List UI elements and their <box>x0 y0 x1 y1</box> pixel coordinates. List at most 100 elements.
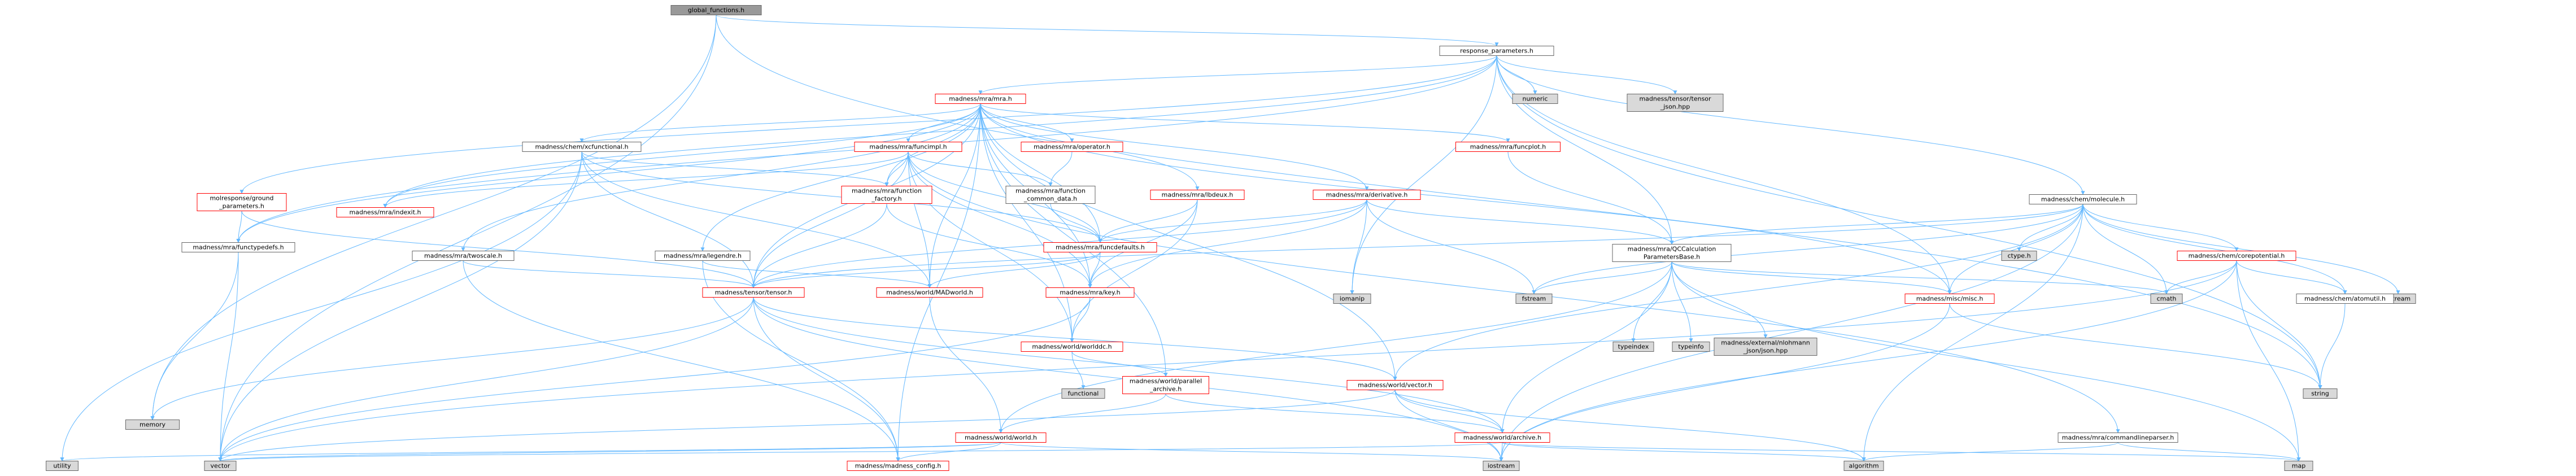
edge-ground-params-to-functypedefs <box>236 211 242 243</box>
node-box <box>670 5 762 15</box>
node-utility: utility <box>46 461 79 471</box>
node-lbdeux[interactable]: madness/mra/lbdeux.h <box>1150 190 1245 200</box>
node-funcplot[interactable]: madness/mra/funcplot.h <box>1455 142 1561 152</box>
edge-response-parameters-to-ground-params <box>239 55 1497 194</box>
edge-response-parameters-to-indexit <box>383 55 1497 208</box>
node-box <box>1612 244 1732 262</box>
node-world-h[interactable]: madness/world/world.h <box>955 433 1047 443</box>
node-label: madness/tensor/tensor <box>1639 95 1711 103</box>
node-madworld[interactable]: madness/world/MADworld.h <box>876 287 983 298</box>
node-functypedefs[interactable]: madness/mra/functypedefs.h <box>181 242 295 252</box>
edge-corepotential-to-iostream <box>1499 260 2237 462</box>
edge-worlddc-to-functional <box>1071 351 1086 390</box>
node-config-h[interactable]: madness/madness_config.h <box>847 461 949 471</box>
node-box <box>955 433 1047 443</box>
node-corepotential[interactable]: madness/chem/corepotential.h <box>2177 251 2296 261</box>
node-algorithm: algorithm <box>1843 461 1884 471</box>
edge-ground-params-to-tensor-h <box>241 211 756 289</box>
edge-molecule-to-corepotential <box>2082 204 2239 252</box>
edge-functypedefs-to-vector <box>218 252 239 462</box>
edge-world-h-to-vector <box>219 442 1001 462</box>
node-box <box>935 94 1026 104</box>
node-function-common[interactable]: madness/mra/function_common_data.h <box>1005 186 1096 204</box>
node-label: madness/mra/key.h <box>1060 289 1120 296</box>
edge-molecule-to-qccalc <box>1670 204 2084 245</box>
node-tensor-h[interactable]: madness/tensor/tensor.h <box>702 287 805 298</box>
node-label: _common_data.h <box>1023 195 1077 203</box>
node-box <box>1843 461 1884 471</box>
node-label: madness/chem/molecule.h <box>2041 196 2125 203</box>
node-operator-h[interactable]: madness/mra/operator.h <box>1021 142 1123 152</box>
node-box <box>1612 342 1654 352</box>
node-vector-h[interactable]: madness/world/vector.h <box>1346 380 1444 390</box>
edge-mra-h-to-misc-h <box>980 103 1952 295</box>
edge-function-factory-to-tensor-h <box>751 203 887 289</box>
node-box <box>181 242 295 252</box>
node-response-parameters[interactable]: response_parameters.h <box>1439 46 1554 56</box>
node-iostream: iostream <box>1483 461 1520 471</box>
node-cmdline[interactable]: madness/mra/commandlineparser.h <box>2058 433 2178 443</box>
node-label: utility <box>53 462 71 470</box>
edge-vector-h-to-vector <box>218 390 1396 462</box>
node-label: madness/mra/functypedefs.h <box>193 244 284 251</box>
edge-misc-h-to-iostream <box>1499 303 1950 462</box>
node-funcdefaults[interactable]: madness/mra/funcdefaults.h <box>1043 242 1157 252</box>
node-label: madness/mra/operator.h <box>1034 143 1110 151</box>
node-tensor-json: madness/tensor/tensor_json.hpp <box>1627 94 1724 112</box>
node-misc-h[interactable]: madness/misc/misc.h <box>1904 294 1995 304</box>
edge-molecule-to-sstream <box>2082 204 2400 295</box>
edge-response-parameters-to-string <box>1496 55 2322 390</box>
edge-funcimpl-to-funcdefaults <box>908 151 1102 243</box>
node-label: functional <box>1068 390 1099 398</box>
node-atomutil[interactable]: madness/chem/atomutil.h <box>2296 294 2394 304</box>
node-label: madness/mra/indexit.h <box>350 209 421 216</box>
node-box <box>1455 142 1561 152</box>
edge-derivative-to-fstream <box>1366 199 1536 295</box>
edge-key-h-to-worlddc <box>1070 297 1091 343</box>
node-label: fstream <box>1522 295 1546 303</box>
node-archive-h[interactable]: madness/world/archive.h <box>1454 433 1550 443</box>
edge-funcimpl-to-key-h <box>908 151 1092 289</box>
edge-madworld-to-world-h <box>929 297 1003 434</box>
edge-funcimpl-to-function-factory <box>884 151 909 187</box>
node-xcfunctional[interactable]: madness/chem/xcfunctional.h <box>522 142 642 152</box>
edge-mra-h-to-functypedefs <box>236 103 981 243</box>
node-box <box>1346 380 1444 390</box>
node-box <box>702 287 805 298</box>
node-label: _factory.h <box>871 195 901 203</box>
edge-mra-h-to-vector-h <box>980 103 1397 381</box>
node-worlddc[interactable]: madness/world/worlddc.h <box>1021 342 1123 352</box>
node-label: madness/tensor/tensor.h <box>715 289 792 296</box>
edge-mra-h-to-legendre <box>700 103 981 252</box>
edge-funcimpl-to-madworld <box>908 151 932 289</box>
node-mra-h[interactable]: madness/mra/mra.h <box>935 94 1026 104</box>
node-label: madness/mra/commandlineparser.h <box>2062 434 2174 442</box>
node-twoscale[interactable]: madness/mra/twoscale.h <box>412 251 515 261</box>
node-label: _archive.h <box>1149 386 1182 393</box>
edge-qccalc-to-map <box>1671 261 2301 462</box>
node-label: _parameters.h <box>219 203 264 210</box>
edge-archive-h-to-vector <box>219 442 1503 462</box>
node-box <box>1672 342 1710 352</box>
node-box <box>1512 94 1558 104</box>
node-funcimpl[interactable]: madness/mra/funcimpl.h <box>854 142 962 152</box>
edge-xcfunctional-to-vector <box>218 151 582 462</box>
node-parallel-archive[interactable]: madness/world/parallel_archive.h <box>1122 376 1209 394</box>
node-box <box>2284 461 2313 471</box>
node-molecule[interactable]: madness/chem/molecule.h <box>2029 194 2137 204</box>
node-derivative[interactable]: madness/mra/derivative.h <box>1313 190 1421 200</box>
edge-funcimpl-to-indexit <box>383 151 909 208</box>
node-box <box>847 461 949 471</box>
node-ground-params[interactable]: molresponse/ground_parameters.h <box>197 193 287 211</box>
edge-xcfunctional-to-funcdefaults <box>581 151 1102 243</box>
node-box <box>2029 194 2137 204</box>
node-key-h[interactable]: madness/mra/key.h <box>1045 287 1135 298</box>
node-qccalc[interactable]: madness/mra/QCCalculationParametersBase.… <box>1612 244 1732 262</box>
edge-root-to-memory <box>150 15 717 421</box>
node-function-factory[interactable]: madness/mra/function_factory.h <box>841 186 932 204</box>
node-legendre[interactable]: madness/mra/legendre.h <box>655 251 751 261</box>
node-label: madness/world/world.h <box>965 434 1037 442</box>
node-box <box>1627 94 1724 112</box>
edge-mra-h-to-indexit <box>383 103 981 208</box>
node-indexit[interactable]: madness/mra/indexit.h <box>336 207 434 217</box>
